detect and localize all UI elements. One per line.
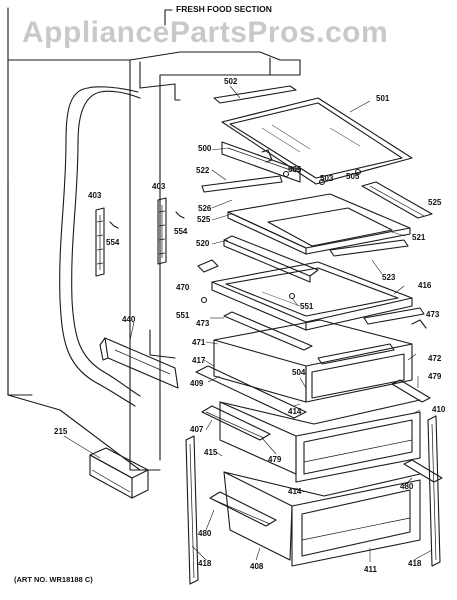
callout-505-a: 505 [288, 165, 302, 174]
drawer-support-440 [99, 337, 179, 389]
callout-505-b: 505 [346, 172, 360, 181]
drawer-472 [213, 319, 413, 403]
callout-502: 502 [224, 77, 238, 86]
callout-416: 416 [418, 281, 432, 290]
callout-554-a: 554 [106, 238, 120, 247]
callout-411: 411 [364, 565, 377, 574]
dairy-bin-215 [89, 447, 149, 499]
callout-551-b: 551 [176, 311, 190, 320]
rail-520 [223, 235, 319, 283]
screw-554 [109, 211, 185, 229]
rail-407-479 [201, 405, 271, 441]
callout-408: 408 [250, 562, 264, 571]
callout-403-b: 403 [152, 182, 166, 191]
support-409 [195, 365, 307, 419]
shelf-rail-left-b [157, 197, 167, 265]
trim-502 [213, 85, 297, 104]
callout-470: 470 [176, 283, 190, 292]
callout-410: 410 [432, 405, 446, 414]
cabinet-frame [7, 7, 301, 471]
callout-525-a: 525 [197, 215, 211, 224]
callout-418-a: 418 [198, 559, 212, 568]
drawer-410 [219, 399, 421, 483]
gasket-tube [59, 86, 141, 407]
callout-521: 521 [412, 233, 426, 242]
leader-lines [63, 85, 433, 562]
callout-501: 501 [376, 94, 390, 103]
rail-473 [317, 307, 427, 365]
callout-504: 504 [292, 368, 306, 377]
callout-525-b: 525 [428, 198, 442, 207]
rail-522 [201, 175, 283, 193]
side-rail-418-right [427, 415, 441, 567]
callout-526: 526 [198, 204, 212, 213]
callout-523: 523 [382, 273, 396, 282]
cover-471 [223, 311, 313, 351]
callout-417: 417 [192, 356, 206, 365]
callout-480-a: 480 [400, 482, 414, 491]
watermark-text: AppliancePartsPros.com [22, 16, 388, 49]
callout-503: 503 [320, 174, 334, 183]
side-rail-418-left [185, 435, 199, 585]
callout-522: 522 [196, 166, 210, 175]
callout-414-a: 414 [288, 407, 302, 416]
callout-473-b: 473 [426, 310, 440, 319]
callout-480-b: 480 [198, 529, 212, 538]
rail-479-right [391, 379, 431, 403]
callout-407: 407 [190, 425, 204, 434]
rail-480-right [403, 459, 443, 483]
callout-473-a: 473 [196, 319, 210, 328]
drawer-411 [223, 471, 421, 567]
section-title: FRESH FOOD SECTION [176, 4, 272, 14]
callout-500: 500 [198, 144, 212, 153]
callout-479-a: 479 [428, 372, 442, 381]
shelf-501 [221, 97, 413, 185]
shelf-521 [227, 193, 411, 255]
clips-505-503 [282, 168, 362, 186]
bracket-500 [221, 141, 301, 183]
callout-403-a: 403 [88, 191, 102, 200]
callout-472: 472 [428, 354, 442, 363]
callout-215: 215 [54, 427, 68, 436]
callout-409: 409 [190, 379, 204, 388]
callout-471: 471 [192, 338, 206, 347]
pin-551 [200, 292, 296, 304]
callout-418-b: 418 [408, 559, 422, 568]
shelf-416 [211, 261, 413, 331]
callout-440: 440 [122, 315, 136, 324]
art-number: (ART NO. WR18188 C) [14, 575, 93, 584]
rail-523 [329, 239, 409, 257]
shelf-rail-left-a [95, 207, 105, 277]
callout-520: 520 [196, 239, 210, 248]
callout-415: 415 [204, 448, 218, 457]
callout-labels: 502 501 500 522 505 503 505 526 525 525 … [54, 77, 446, 574]
callout-554-b: 554 [174, 227, 188, 236]
callout-414-b: 414 [288, 487, 302, 496]
rail-525-right [361, 181, 433, 219]
rail-480-left [209, 491, 277, 527]
callout-479-b: 479 [268, 455, 282, 464]
callout-551-a: 551 [300, 302, 314, 311]
clip-470 [197, 259, 219, 273]
